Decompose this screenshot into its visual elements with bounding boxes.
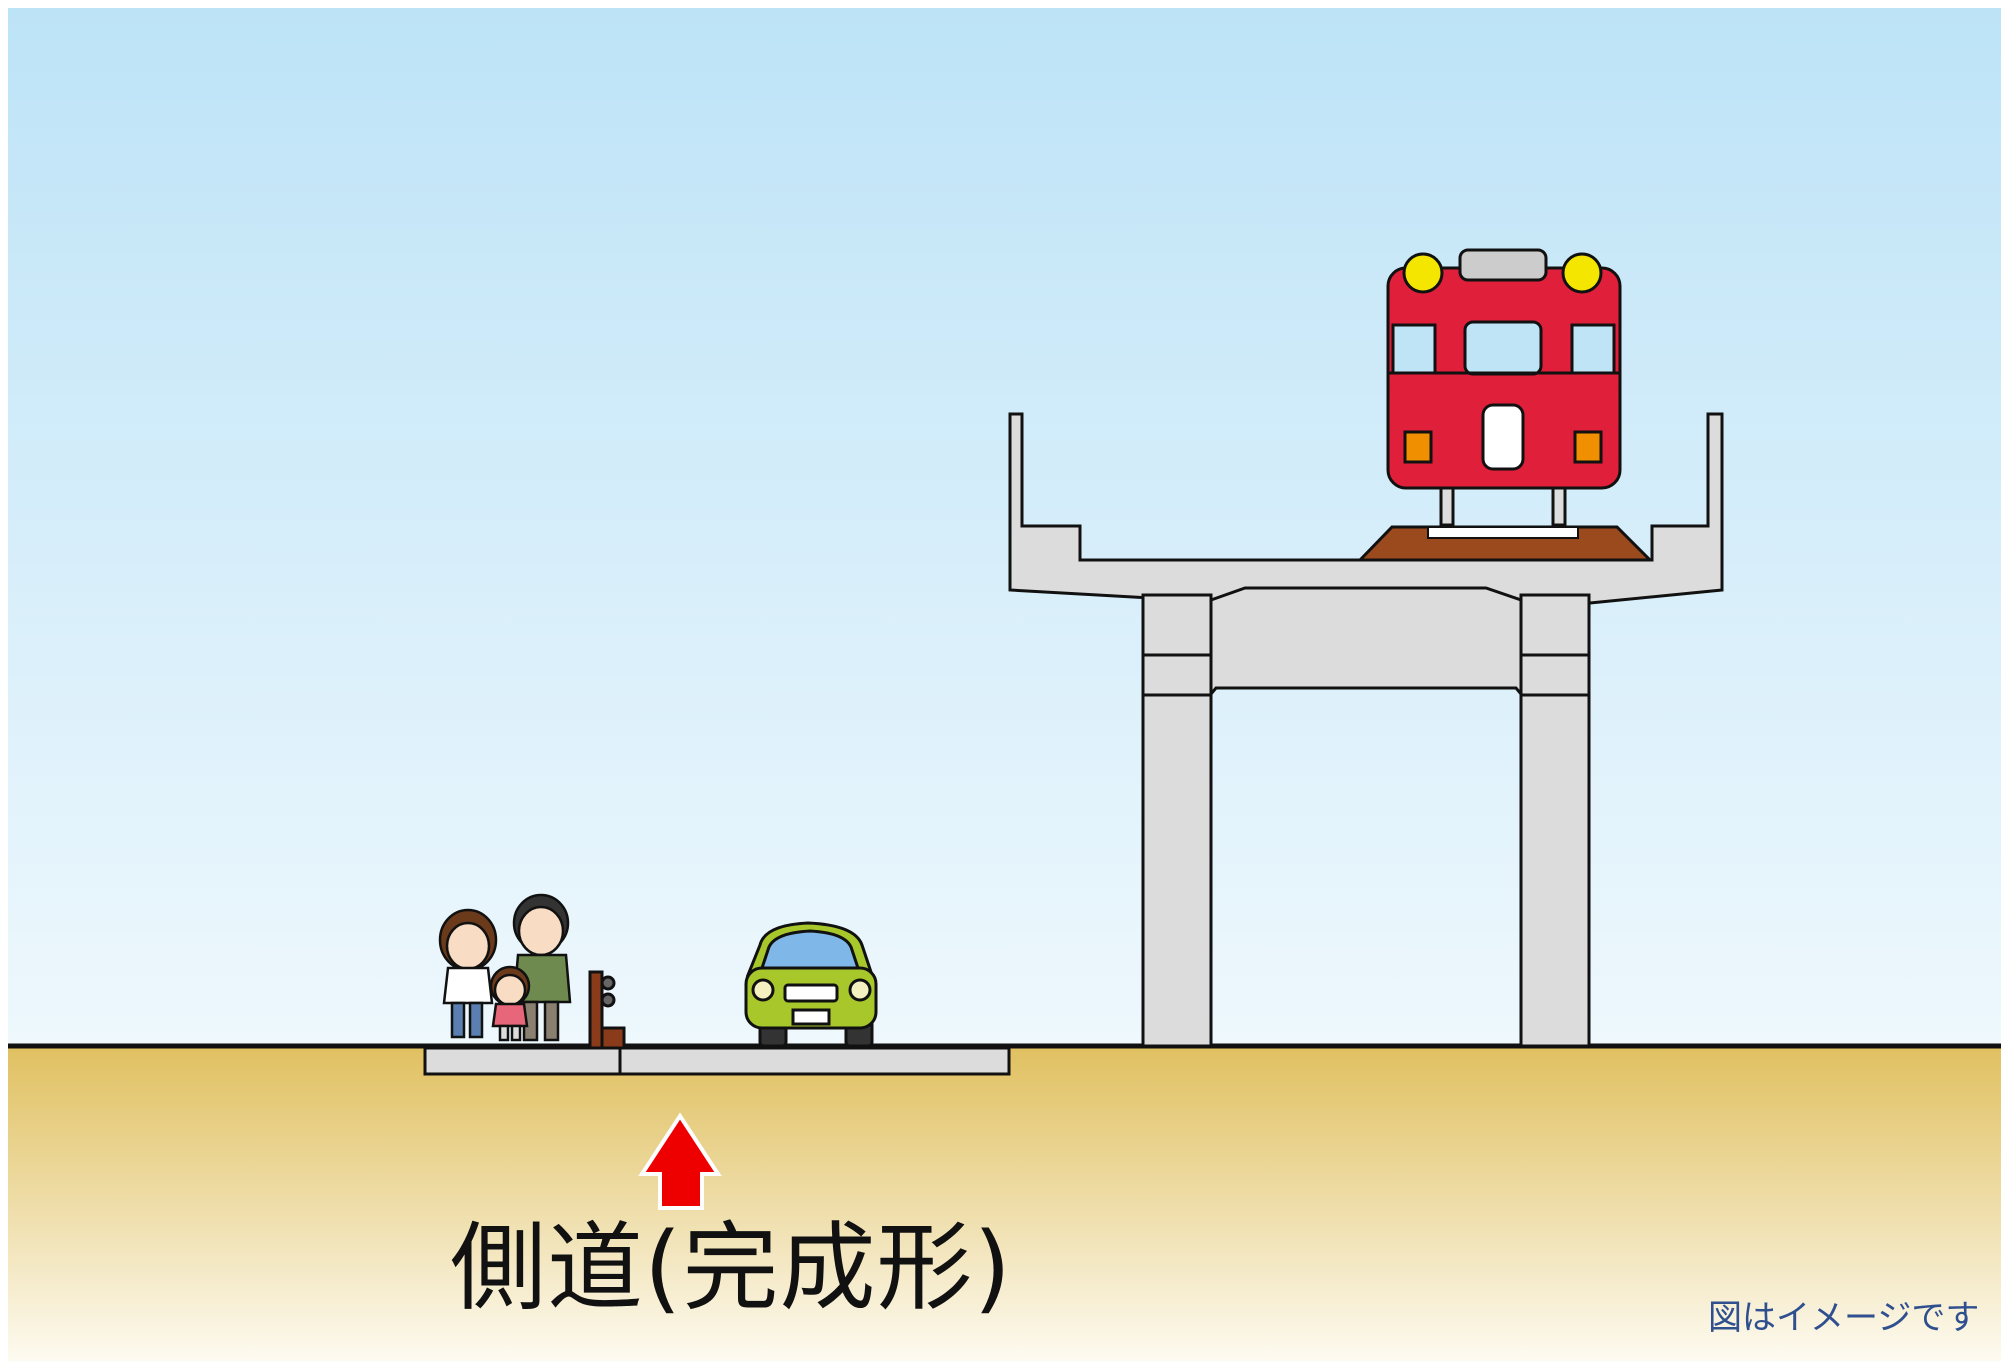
viaduct <box>1008 412 1724 1048</box>
pedestrian-mother <box>438 908 498 1039</box>
track-sleeper <box>1427 526 1579 539</box>
train-front-icon <box>1386 248 1622 527</box>
side-road-label: 側道(完成形) <box>450 1212 1012 1324</box>
pedestrian-child <box>489 965 531 1042</box>
image-disclaimer: 図はイメージです <box>1708 1298 1980 1338</box>
viaduct-pier-left <box>1141 593 1213 1048</box>
traffic-signal-icon <box>588 970 626 1050</box>
roadway-slab <box>618 1046 1011 1076</box>
viaduct-pier-right <box>1519 593 1591 1048</box>
viaduct-crossbeam <box>1209 586 1523 699</box>
arrow-up-icon <box>638 1112 722 1210</box>
ground <box>8 1046 2001 1361</box>
car-front-icon <box>744 921 878 1048</box>
pedestrian-family-icon <box>438 893 572 1042</box>
sidewalk-slab <box>423 1046 622 1076</box>
side-road <box>423 1046 1011 1076</box>
